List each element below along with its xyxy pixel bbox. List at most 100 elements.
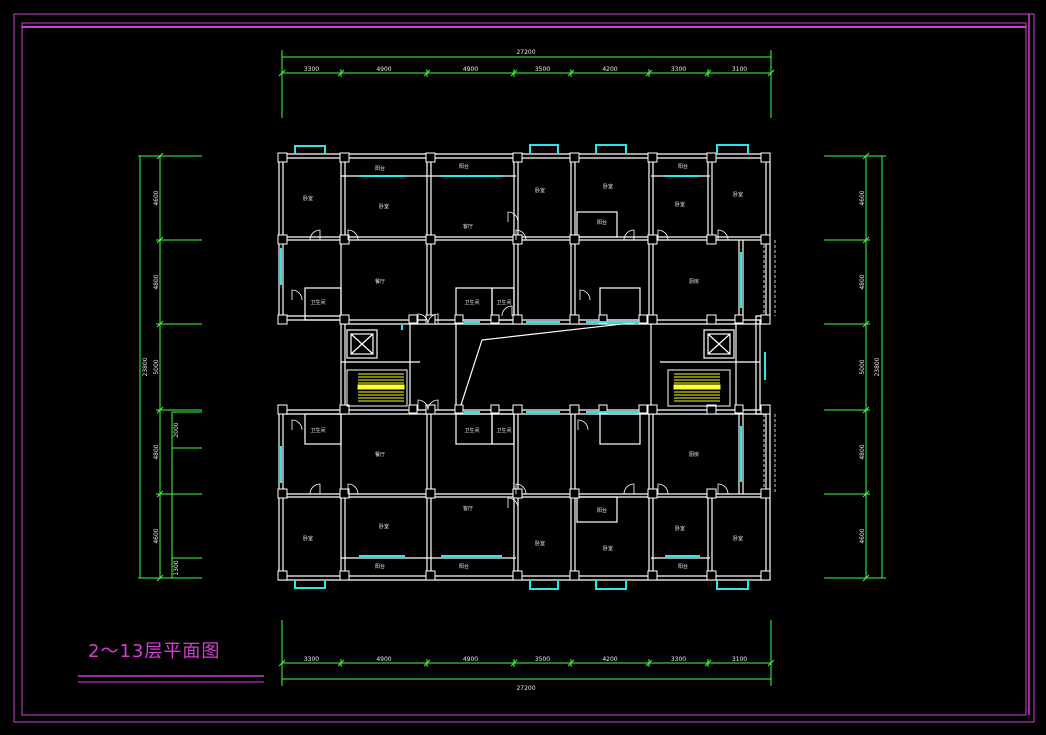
- dim-right-total: 23800: [874, 357, 881, 376]
- column: [512, 570, 523, 581]
- room-label: 卧室: [603, 545, 613, 552]
- column: [706, 570, 717, 581]
- dim-segment-label: 3300: [671, 66, 686, 73]
- room-label: 阳台: [597, 507, 607, 514]
- room-label: 卫生间: [310, 427, 325, 434]
- drawing-frame: [13, 13, 1035, 723]
- dim-segment-label: 4900: [463, 656, 478, 663]
- room-label: 卫生间: [496, 299, 511, 306]
- room-label: 阳台: [375, 563, 385, 570]
- column: [569, 314, 580, 325]
- room-label: 阳台: [597, 219, 607, 226]
- column: [760, 488, 771, 499]
- room-label: 客厅: [463, 223, 473, 230]
- column: [647, 404, 658, 415]
- column: [638, 404, 648, 414]
- drawing-title: 2～13层平面图: [88, 641, 221, 662]
- dimension-lines: [138, 50, 886, 686]
- dim-segment-label: 4900: [376, 66, 391, 73]
- room-label: 卧室: [379, 523, 389, 530]
- column: [760, 404, 771, 415]
- structural-columns: [277, 152, 771, 581]
- stair-right: [667, 369, 731, 407]
- column: [425, 234, 436, 245]
- room-label: 卧室: [675, 201, 685, 208]
- column: [512, 152, 523, 163]
- dim-segment-label: 5000: [153, 359, 160, 374]
- column: [277, 488, 288, 499]
- column: [277, 314, 288, 325]
- column: [569, 404, 580, 415]
- column: [647, 314, 658, 325]
- column: [706, 152, 717, 163]
- column: [569, 488, 580, 499]
- column: [277, 152, 288, 163]
- dim-segment-label: 4800: [153, 274, 160, 289]
- stair-landing: [673, 384, 721, 390]
- door: [427, 399, 439, 411]
- dim-segment-label: 5000: [859, 359, 866, 374]
- door: [657, 483, 669, 495]
- column: [706, 314, 717, 325]
- door: [291, 419, 303, 431]
- dim-segment-label: 4600: [153, 528, 160, 543]
- column: [647, 234, 658, 245]
- column: [277, 404, 288, 415]
- door: [717, 483, 729, 495]
- column: [569, 234, 580, 245]
- dim-segment-label: 3100: [732, 656, 747, 663]
- column: [569, 570, 580, 581]
- title-underline: [78, 675, 264, 683]
- column: [339, 152, 350, 163]
- column: [760, 314, 771, 325]
- dim-segment-label: 4800: [859, 444, 866, 459]
- dim-left-extra-1: 2000: [173, 422, 180, 437]
- room-label: 卧室: [733, 535, 743, 542]
- column: [647, 152, 658, 163]
- door: [579, 289, 591, 301]
- column: [760, 234, 771, 245]
- dim-segment-label: 4900: [376, 656, 391, 663]
- room-label: 厨房: [689, 278, 699, 285]
- dim-segment-label: 4200: [602, 66, 617, 73]
- column: [454, 404, 464, 414]
- dim-segment-label: 3100: [732, 66, 747, 73]
- column: [638, 314, 648, 324]
- room-label: 卧室: [675, 525, 685, 532]
- column: [425, 404, 436, 415]
- room-label: 卫生间: [464, 427, 479, 434]
- dim-segment-label: 4800: [153, 444, 160, 459]
- room-label: 卫生间: [310, 299, 325, 306]
- dim-segment-label: 4600: [859, 190, 866, 205]
- room-label: 卧室: [733, 191, 743, 198]
- room-label: 卧室: [535, 540, 545, 547]
- room-label: 客厅: [463, 505, 473, 512]
- column: [512, 234, 523, 245]
- column: [734, 314, 744, 324]
- dim-segment-label: 4200: [602, 656, 617, 663]
- door: [427, 313, 439, 325]
- door: [507, 497, 519, 509]
- room-label: 阳台: [459, 163, 469, 170]
- door: [515, 229, 527, 241]
- door: [309, 229, 321, 241]
- column: [706, 404, 717, 415]
- door: [623, 483, 635, 495]
- dim-segment-label: 4800: [859, 274, 866, 289]
- dim-segment-label: 4600: [859, 528, 866, 543]
- room-label: 阳台: [678, 563, 688, 570]
- dim-top-total: 27200: [516, 49, 535, 56]
- column: [454, 314, 464, 324]
- door: [507, 211, 519, 223]
- door: [291, 289, 303, 301]
- column: [339, 404, 350, 415]
- dim-segment-label: 3300: [671, 656, 686, 663]
- door-swings: [291, 211, 729, 509]
- room-label: 卧室: [603, 183, 613, 190]
- door: [347, 483, 359, 495]
- stair-left: [346, 369, 408, 407]
- door: [623, 229, 635, 241]
- column: [339, 314, 350, 325]
